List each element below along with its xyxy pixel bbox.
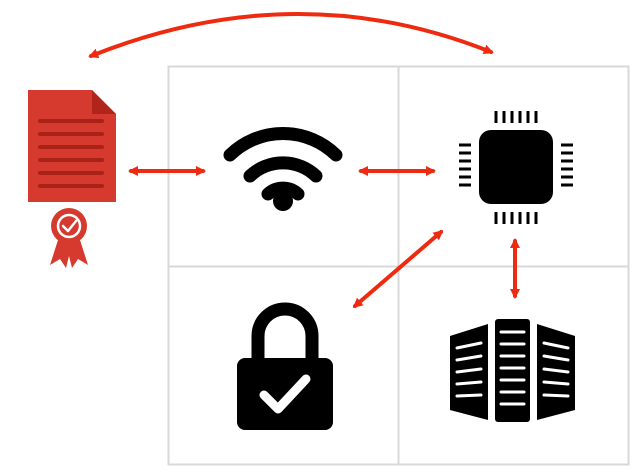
server-rack-icon: [450, 319, 575, 422]
arrow-certificate-chip-curved: [88, 11, 494, 59]
award-ribbon-icon: [50, 208, 88, 268]
connection-arrows: [88, 11, 520, 308]
arrow-chip-lock: [352, 230, 444, 308]
certificate-document-icon: [28, 90, 116, 268]
wifi-icon: [223, 127, 343, 211]
microchip-icon: [459, 111, 573, 224]
padlock-check-icon: [237, 302, 333, 430]
